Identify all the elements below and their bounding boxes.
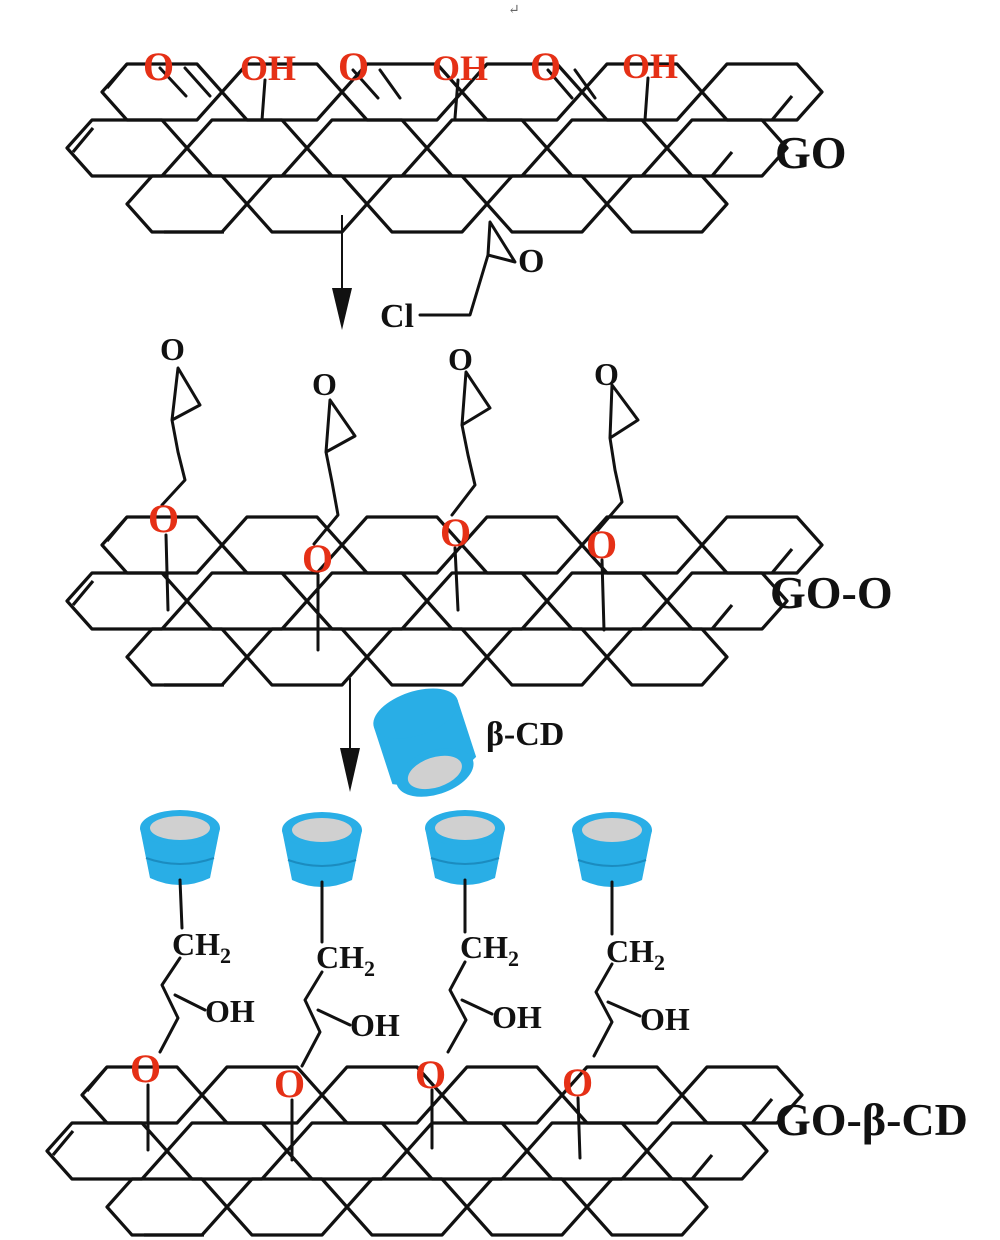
epoxide-o-3: O [448,341,473,377]
ether-o-cd-4: O [562,1060,593,1105]
hydroxyl-1: OH [240,48,296,88]
ether-o-cd-2: O [274,1061,305,1106]
epoxy-o-3: O [530,44,561,89]
reagent-o: O [518,243,544,280]
oh-3: OH [492,999,542,1035]
ch2-3: CH2 [460,929,519,971]
label-go-beta-cd: GO-β-CD [775,1094,968,1145]
ether-o-4: O [586,522,617,567]
ether-o-2: O [302,536,333,581]
glycidyl-ether-chains: O O O O O O O O [148,331,640,652]
ether-o-cd-3: O [415,1052,446,1097]
label-go-o: GO-O [770,567,893,618]
hydroxyl-2: OH [432,48,488,88]
epoxide-o-1: O [160,331,185,367]
cd-grafted-chains: CH2 OH O CH2 OH O CH2 OH O CH2 OH O [130,809,690,1162]
ch2-4: CH2 [606,933,665,975]
cyclodextrin-reagent-icon [373,688,477,797]
ch2-1: CH2 [172,926,231,968]
top-mark: ↵ [508,3,520,18]
reaction-arrow-2 [340,678,360,792]
label-beta-cd: β-CD [486,716,564,753]
go-functional-groups: O OH O OH O OH [143,44,678,122]
ether-o-1: O [148,496,179,541]
oh-4: OH [640,1001,690,1037]
epichlorohydrin-reagent: Cl O [380,220,544,335]
oh-1: OH [205,993,255,1029]
epoxide-o-2: O [312,366,337,402]
epoxy-o-1: O [143,44,174,89]
hydroxyl-3: OH [622,46,678,86]
reaction-arrow-1 [332,215,352,330]
epoxy-o-2: O [338,44,369,89]
label-go: GO [775,127,847,178]
reagent-cl: Cl [380,298,414,335]
ether-o-cd-1: O [130,1046,161,1091]
epoxide-o-4: O [594,356,619,392]
ether-o-3: O [440,510,471,555]
oh-2: OH [350,1007,400,1043]
ch2-2: CH2 [316,939,375,981]
